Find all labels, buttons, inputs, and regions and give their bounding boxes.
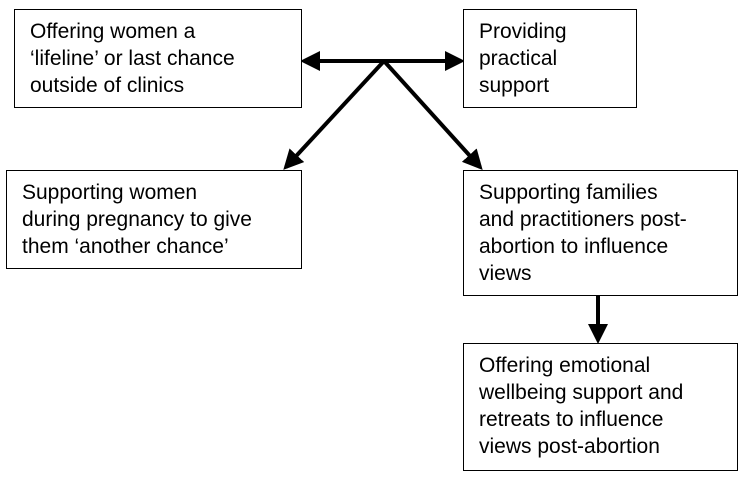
box-practical-support: Providing practical support [463, 9, 637, 108]
arrow-to-families [382, 59, 483, 170]
arrow-to-pregnancy [283, 59, 386, 170]
box-lifeline: Offering women a ‘lifeline’ or last chan… [14, 9, 302, 108]
box-emotional-wellbeing: Offering emotional wellbeing support and… [463, 343, 738, 471]
box-families-practitioners: Supporting families and practitioners po… [463, 170, 738, 296]
box-pregnancy-support: Supporting women during pregnancy to giv… [6, 170, 302, 269]
